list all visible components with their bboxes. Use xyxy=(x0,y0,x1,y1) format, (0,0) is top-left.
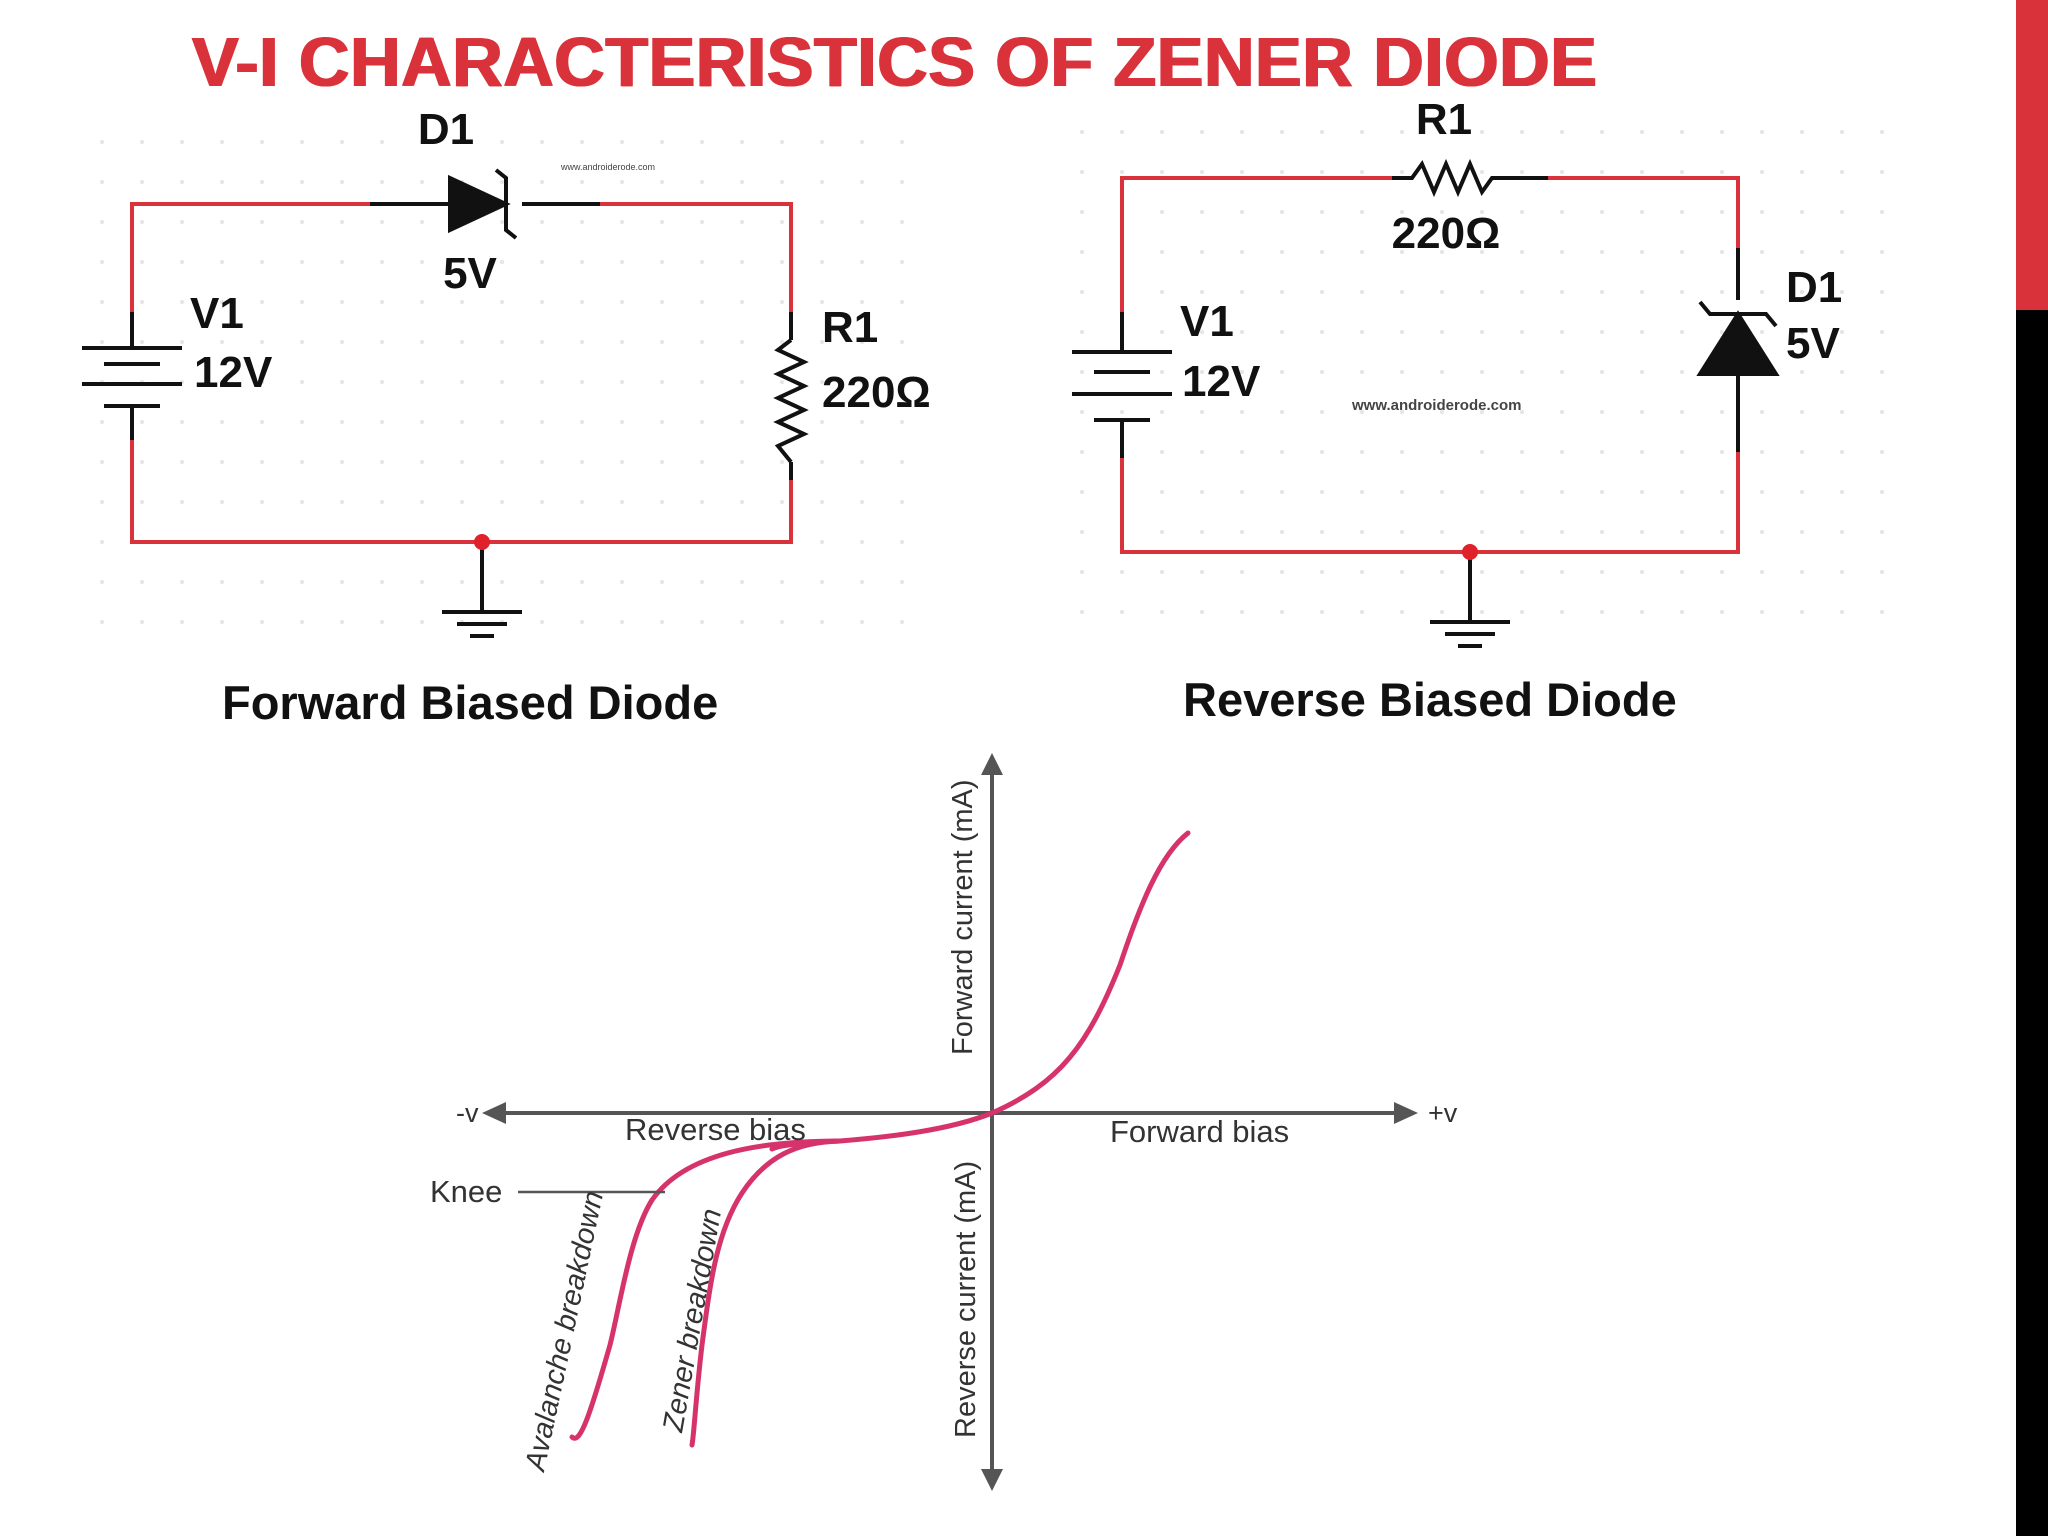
voltage-axis-left-arrow-icon xyxy=(482,1102,506,1124)
forward-current-label: Forward current (mA) xyxy=(947,779,979,1055)
reverse-ground-node xyxy=(1462,544,1478,560)
zener-breakdown-curve xyxy=(689,1138,843,1448)
reverse-source-name: V1 xyxy=(1180,297,1234,346)
forward-characteristic-curve xyxy=(989,830,1191,1116)
forward-zener-diode-icon xyxy=(448,168,518,240)
forward-caption: Forward Biased Diode xyxy=(222,676,719,729)
forward-wire-top-left xyxy=(130,202,370,312)
current-axis-down-arrow-icon xyxy=(981,1469,1003,1491)
reverse-wire-top-left xyxy=(1120,176,1392,312)
forward-source-value: 12V xyxy=(194,348,273,397)
reverse-source-value: 12V xyxy=(1182,357,1261,406)
accent-bar-black xyxy=(2016,310,2048,1536)
forward-watermark: www.androiderode.com xyxy=(560,162,655,172)
forward-source-name: V1 xyxy=(190,289,244,338)
slide-title: V-I CHARACTERISTICS OF ZENER DIODE xyxy=(192,23,1598,101)
forward-resistor-name: R1 xyxy=(822,303,878,352)
reverse-battery-icon xyxy=(1072,350,1172,422)
accent-bar-red xyxy=(2016,0,2048,310)
reverse-wires xyxy=(1120,176,1740,622)
reverse-caption: Reverse Biased Diode xyxy=(1183,673,1677,726)
avalanche-breakdown-label: Avalanche breakdown xyxy=(519,1188,610,1475)
forward-battery-icon xyxy=(82,346,182,408)
reverse-current-label: Reverse current (mA) xyxy=(950,1161,982,1438)
forward-wires xyxy=(130,202,793,612)
forward-resistor-value: 220Ω xyxy=(822,368,931,417)
forward-wire-top-right xyxy=(600,202,793,312)
reverse-circuit-diagram: R1 220Ω V1 12V D1 5V www.androiderode.co… xyxy=(1060,95,1890,650)
forward-resistor-icon xyxy=(773,338,809,464)
reverse-ground-icon xyxy=(1430,620,1510,648)
reverse-wire-top-right xyxy=(1548,176,1740,248)
forward-circuit-diagram: D1 5V V1 12V R1 220Ω www.androiderode.co… xyxy=(80,105,940,660)
reverse-bias-label: Reverse bias xyxy=(625,1112,806,1147)
reverse-resistor-value: 220Ω xyxy=(1392,209,1501,258)
reverse-diode-name: D1 xyxy=(1786,263,1842,312)
pos-voltage-label: +v xyxy=(1428,1098,1458,1128)
reverse-wire-bottom xyxy=(1120,452,1740,554)
reverse-resistor-icon xyxy=(1394,158,1508,198)
zener-breakdown-label: Zener breakdown xyxy=(657,1206,728,1435)
knee-label: Knee xyxy=(430,1174,502,1209)
forward-ground-node xyxy=(474,534,490,550)
reverse-resistor-name: R1 xyxy=(1416,95,1472,144)
neg-voltage-label: -v xyxy=(456,1098,479,1128)
forward-ground-icon xyxy=(442,610,522,638)
vi-characteristic-graph: -v +v Reverse bias Forward bias Knee For… xyxy=(430,753,1458,1491)
forward-diode-name: D1 xyxy=(418,105,474,154)
reverse-zener-diode-icon xyxy=(1696,300,1780,376)
reverse-watermark: www.androiderode.com xyxy=(1351,397,1521,414)
reverse-diode-value: 5V xyxy=(1786,319,1840,368)
forward-bias-label: Forward bias xyxy=(1110,1114,1289,1149)
forward-wire-bottom xyxy=(130,440,793,544)
forward-grid-dots xyxy=(80,140,940,660)
current-axis-up-arrow-icon xyxy=(981,753,1003,775)
forward-diode-value: 5V xyxy=(443,249,497,298)
voltage-axis-right-arrow-icon xyxy=(1394,1102,1418,1124)
avalanche-breakdown-curve xyxy=(569,1138,843,1441)
